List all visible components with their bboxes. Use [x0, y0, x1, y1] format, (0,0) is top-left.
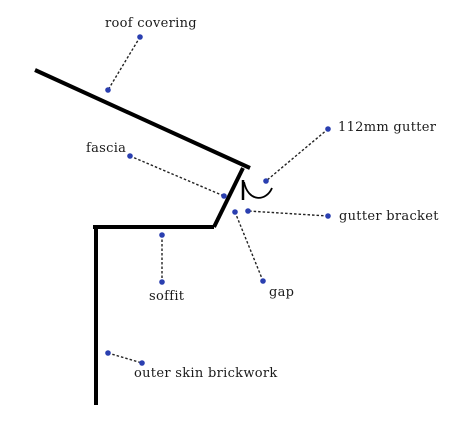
gutter-bracket-target-marker: [245, 208, 251, 214]
soffit-marker: [159, 279, 165, 285]
label-gap: gap: [269, 285, 294, 300]
gutter-bracket-leader: [247, 210, 329, 217]
gap-leader: [234, 211, 264, 282]
gutter-profile: [243, 181, 273, 199]
gap-marker: [260, 278, 266, 284]
roof-covering-marker: [137, 34, 143, 40]
gutter-leader: [265, 128, 329, 182]
brickwork-marker: [139, 360, 145, 366]
label-gutter: 112mm gutter: [338, 120, 437, 135]
label-brickwork: outer skin brickwork: [134, 366, 278, 381]
roof-covering-target-marker: [105, 87, 111, 93]
soffit-target-marker: [159, 232, 165, 238]
gap-target-marker: [232, 209, 238, 215]
brickwork-leader: [107, 352, 143, 364]
fascia-leader: [129, 155, 225, 197]
gutter-target-marker: [263, 178, 269, 184]
label-gutter-bracket: gutter bracket: [339, 209, 439, 224]
gutter-marker: [325, 126, 331, 132]
roof-covering-line: [34, 68, 251, 170]
brickwork-target-marker: [105, 350, 111, 356]
label-fascia: fascia: [86, 141, 126, 156]
roof-covering-leader: [107, 36, 141, 91]
label-soffit: soffit: [149, 289, 185, 304]
label-roof-covering: roof covering: [105, 16, 197, 31]
fascia-marker: [127, 153, 133, 159]
fascia-board-line: [212, 167, 245, 228]
gutter-bracket-marker: [325, 213, 331, 219]
fascia-target-marker: [221, 193, 227, 199]
